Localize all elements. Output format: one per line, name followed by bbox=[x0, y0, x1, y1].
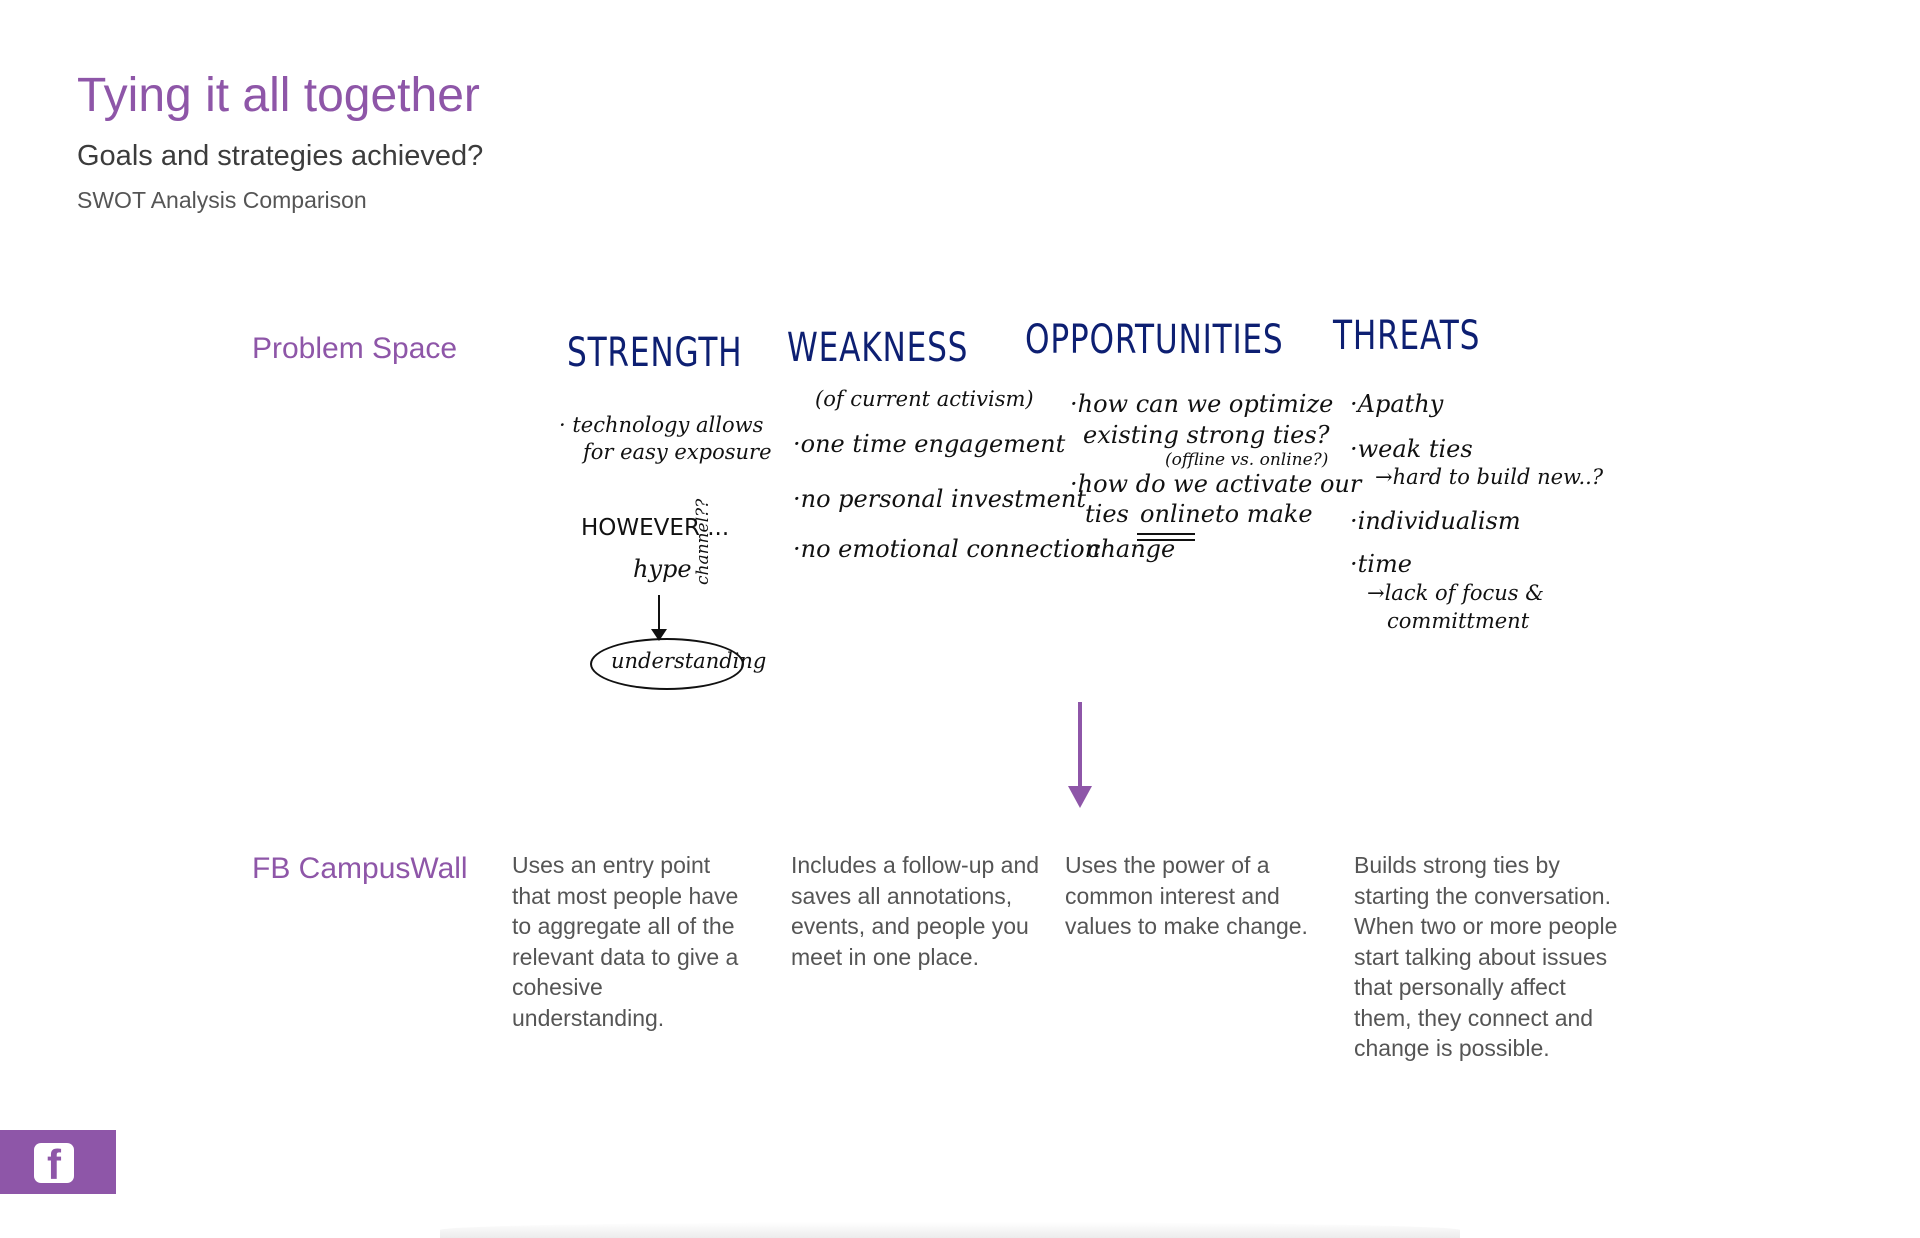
weakness-item2: ·no personal investment bbox=[793, 485, 1086, 513]
weakness-note: (of current activism) bbox=[815, 387, 1034, 411]
opportunities-item2-line1: ·how do we activate our bbox=[1070, 470, 1362, 498]
threats-item3: ·individualism bbox=[1350, 507, 1521, 535]
page-title: Tying it all together bbox=[77, 69, 480, 122]
page-subtitle: Goals and strategies achieved? bbox=[77, 140, 484, 172]
weakness-heading: WEAKNESS bbox=[787, 325, 969, 371]
page-caption: SWOT Analysis Comparison bbox=[77, 187, 367, 213]
swot-whiteboard-image: STRENGTH · technology allows for easy ex… bbox=[525, 245, 1603, 690]
understanding-circle bbox=[590, 638, 744, 690]
strength-however: HOWEVER ... bbox=[581, 515, 730, 541]
opportunities-item1-line2: existing strong ties? bbox=[1083, 421, 1330, 449]
threats-item4-sub2: committment bbox=[1387, 609, 1530, 633]
strength-description: Uses an entry point that most people hav… bbox=[512, 852, 739, 1031]
threats-item2-sub: →hard to build new..? bbox=[1375, 465, 1604, 489]
opportunities-description: Uses the power of a common interest and … bbox=[1065, 852, 1308, 939]
facebook-badge[interactable]: f bbox=[0, 1130, 116, 1194]
threats-item4-sub1: →lack of focus & bbox=[1367, 581, 1544, 605]
threats-item2: ·weak ties bbox=[1350, 435, 1473, 463]
opportunities-item2-online: online bbox=[1140, 500, 1215, 528]
facebook-icon[interactable]: f bbox=[34, 1143, 74, 1183]
opportunities-item2-ties: ties bbox=[1085, 500, 1129, 528]
strength-bullet-line2: for easy exposure bbox=[583, 440, 772, 464]
threats-description: Builds strong ties by starting the conve… bbox=[1354, 852, 1618, 1061]
opportunities-item1-line1: ·how can we optimize bbox=[1070, 390, 1334, 418]
strength-arrow-line bbox=[658, 595, 660, 635]
problem-space-label: Problem Space bbox=[252, 332, 458, 365]
opportunities-heading: OPPORTUNITIES bbox=[1025, 317, 1284, 363]
weakness-item1: ·one time engagement bbox=[793, 430, 1066, 458]
opportunities-item2-change: change bbox=[1087, 535, 1176, 563]
arrow-down-icon bbox=[1068, 702, 1092, 808]
strength-bullet-line1: · technology allows bbox=[559, 413, 764, 437]
opportunities-item2-to-make: to make bbox=[1215, 500, 1313, 528]
opportunities-item1-note: (offline vs. online?) bbox=[1165, 450, 1329, 470]
threats-item1: ·Apathy bbox=[1350, 390, 1444, 418]
strength-understanding: understanding bbox=[611, 649, 767, 673]
threats-heading: THREATS bbox=[1333, 313, 1481, 359]
strength-channel: channel?? bbox=[693, 498, 713, 585]
fb-campuswall-label: FB CampusWall bbox=[252, 852, 468, 885]
strength-heading: STRENGTH bbox=[567, 330, 743, 376]
bottom-shadow bbox=[440, 1222, 1460, 1238]
strength-hype: hype bbox=[633, 555, 692, 583]
weakness-item3: ·no emotional connection bbox=[793, 535, 1101, 563]
threats-item4: ·time bbox=[1350, 550, 1412, 578]
weakness-description: Includes a follow-up and saves all annot… bbox=[791, 852, 1040, 970]
online-double-underline bbox=[1137, 533, 1195, 541]
